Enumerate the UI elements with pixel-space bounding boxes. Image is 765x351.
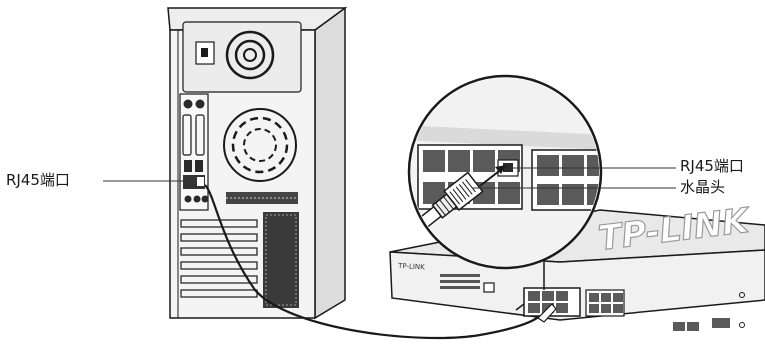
power-supply [183,22,301,92]
label-crystal-head: 水晶头 [680,180,725,195]
pc-rj45-port [183,175,205,189]
io-shield [180,94,209,210]
switch-led-grid [440,274,480,289]
switch-panel-brand: TP-LINK [397,262,425,271]
label-switch-rj45-port: RJ45端口 [680,159,744,174]
pc-tower [168,8,345,318]
label-pc-rj45-port: RJ45端口 [6,173,70,188]
